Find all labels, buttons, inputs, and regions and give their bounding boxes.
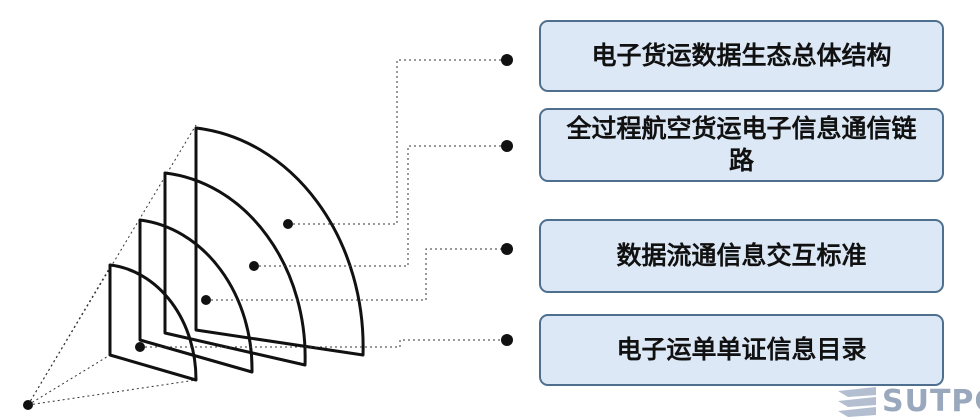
label-box-communication-link: 全过程航空货运电子信息通信链路 (539, 108, 944, 182)
layer-dot-2 (201, 295, 211, 305)
perspective-lines (27, 124, 197, 406)
connector-1 (254, 145, 507, 267)
layer-frame-4 (108, 263, 198, 382)
layer-frame-1 (194, 126, 365, 357)
watermark-logo-icon (838, 387, 876, 417)
box-dot-1 (501, 140, 513, 152)
box-dot-3 (501, 334, 513, 346)
box-dot-0 (501, 54, 513, 66)
label-text: 电子运单单证信息目录 (616, 335, 867, 364)
label-text: 数据流通信息交互标准 (616, 241, 867, 270)
layer-dot-0 (283, 219, 293, 229)
layer-dots (135, 219, 293, 352)
label-box-info-catalog: 电子运单单证信息目录 (539, 314, 944, 386)
box-dot-2 (501, 243, 513, 255)
layer-dot-1 (249, 261, 259, 271)
watermark: SUTPC (836, 383, 980, 419)
label-text: 全过程航空货运电子信息通信链路 (566, 114, 917, 175)
connector-2 (206, 248, 507, 301)
layer-dot-3 (135, 342, 145, 352)
layer-frame-3 (138, 218, 254, 374)
label-box-exchange-standard: 数据流通信息交互标准 (539, 219, 944, 293)
label-box-ecosystem-structure: 电子货运数据生态总体结构 (539, 20, 944, 92)
box-dots (501, 54, 513, 346)
connector-lines (140, 59, 507, 348)
connector-3 (140, 339, 507, 348)
label-text: 电子货运数据生态总体结构 (591, 41, 892, 70)
layer-frame-2 (163, 171, 307, 367)
connector-0 (288, 59, 507, 225)
watermark-text: SUTPC (882, 383, 980, 419)
apex-point (23, 400, 33, 410)
